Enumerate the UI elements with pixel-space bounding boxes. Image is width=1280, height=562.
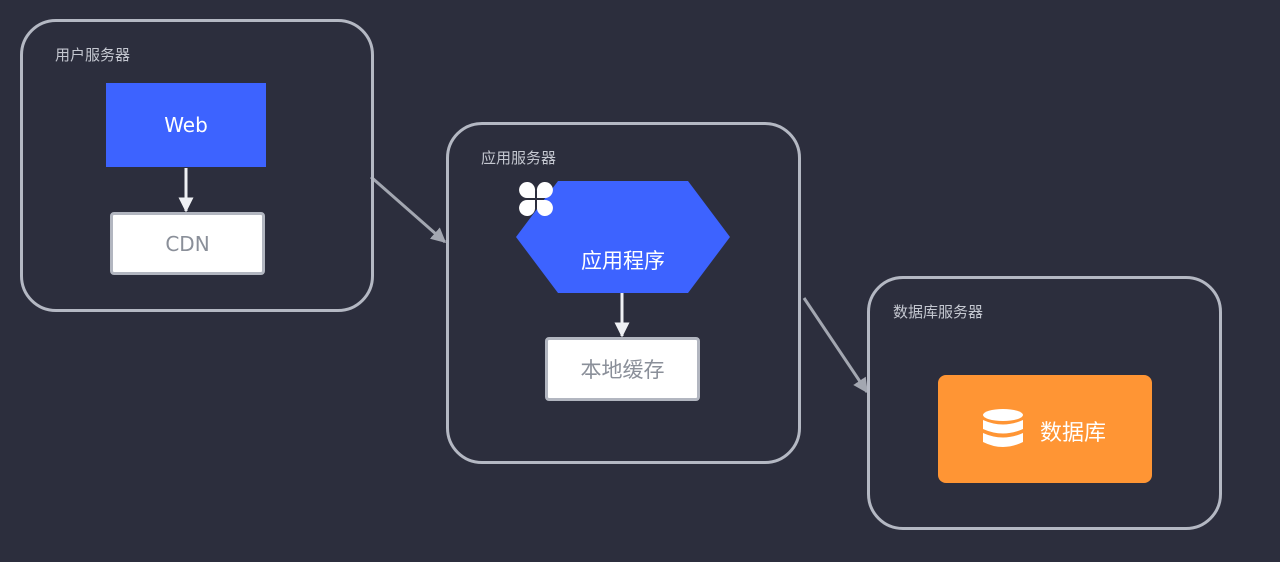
arrow-user-server-to-app-server (370, 175, 447, 244)
db-server-label: 数据库服务器 (893, 303, 984, 321)
app-node[interactable]: 应用程序 (516, 181, 730, 293)
db-server-group: 数据库服务器 (867, 276, 1222, 530)
cdn-label: CDN (165, 231, 210, 256)
database-label: 数据库 (1040, 421, 1107, 446)
database-icon (983, 409, 1023, 447)
user-server-label: 用户服务器 (55, 46, 131, 64)
app-server-label: 应用服务器 (481, 149, 557, 167)
app-server-group: 应用服务器 (446, 122, 801, 464)
web-node[interactable]: Web (106, 83, 266, 167)
user-server-group: 用户服务器 (20, 19, 374, 312)
cdn-node[interactable]: CDN (110, 212, 265, 275)
app-hexagon-shape (516, 181, 730, 293)
web-label: Web (164, 113, 208, 137)
app-label: 应用程序 (581, 249, 665, 273)
local-cache-label: 本地缓存 (580, 358, 665, 382)
database-node[interactable]: 数据库 (938, 375, 1152, 483)
four-petal-icon (519, 182, 553, 216)
arrow-app-server-to-db-server (802, 297, 869, 394)
local-cache-node[interactable]: 本地缓存 (545, 337, 700, 401)
